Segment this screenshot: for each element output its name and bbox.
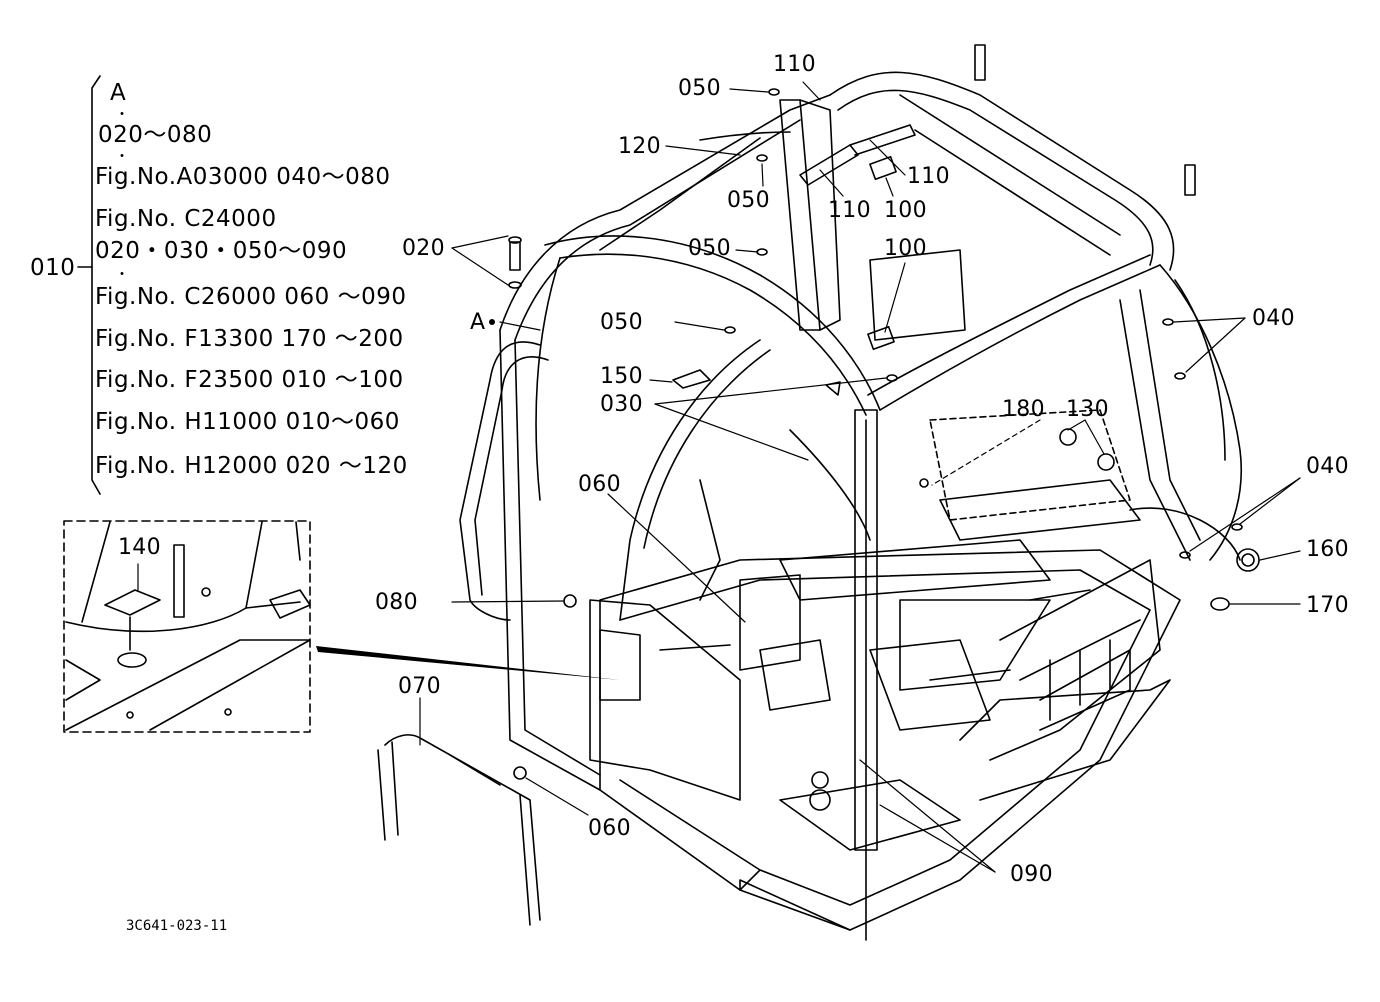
callout-060: 060	[588, 816, 631, 841]
ref-line-7: Fig.No. F23500 010 ～100	[95, 367, 404, 393]
ref-line-1: 020～080	[98, 122, 213, 148]
drawing-code: 3C641-023-11	[126, 918, 228, 934]
callout-040: 040	[1252, 306, 1295, 331]
view-marker-dot	[489, 319, 495, 325]
callout-090: 090	[1010, 862, 1053, 887]
ref-line-5: Fig.No. C26000 060 ～090	[95, 284, 407, 310]
callout-030: 030	[600, 392, 643, 417]
callout-100: 100	[884, 198, 927, 223]
callout-160: 160	[1306, 537, 1349, 562]
callout-180: 180	[1002, 397, 1045, 422]
callout-050: 050	[727, 188, 770, 213]
detail-inset	[63, 520, 311, 733]
ref-line-3: Fig.No. C24000	[95, 206, 277, 232]
ref-line-6: Fig.No. F13300 170 ～200	[95, 326, 404, 352]
group-label-010: 010	[30, 255, 76, 281]
reference-bracket	[77, 75, 101, 495]
ref-line-2: Fig.No.A03000 040～080	[95, 164, 391, 190]
part-070-bar	[377, 734, 541, 926]
callout-040: 040	[1306, 454, 1349, 479]
callout-050: 050	[688, 236, 731, 261]
detail-arrow	[316, 646, 620, 680]
callout-130: 130	[1066, 397, 1109, 422]
callout-050: 050	[600, 310, 643, 335]
cab-frame	[459, 44, 1243, 941]
callout-170: 170	[1306, 593, 1349, 618]
callout-070: 070	[398, 674, 441, 699]
callout-140: 140	[118, 535, 161, 560]
callout-080: 080	[375, 590, 418, 615]
callout-110: 110	[828, 198, 871, 223]
view-marker-label: A	[110, 80, 127, 106]
ref-line-4: 020・030・050～090	[95, 238, 348, 264]
callout-100: 100	[884, 236, 927, 261]
ref-line-8: Fig.No. H11000 010～060	[95, 409, 400, 435]
callout-110: 110	[773, 52, 816, 77]
callout-110: 110	[907, 164, 950, 189]
callout-A: A	[470, 310, 486, 335]
callout-020: 020	[402, 236, 445, 261]
callout-050: 050	[678, 76, 721, 101]
separator-dot: ・	[115, 107, 129, 123]
separator-dot: ・	[115, 149, 129, 165]
callout-150: 150	[600, 364, 643, 389]
leader-lines	[137, 81, 1301, 873]
callout-120: 120	[618, 134, 661, 159]
plug-140-shape	[104, 589, 161, 616]
callout-060: 060	[578, 472, 621, 497]
ref-line-9: Fig.No. H12000 020 ～120	[95, 453, 408, 479]
separator-dot: ・	[115, 267, 129, 283]
